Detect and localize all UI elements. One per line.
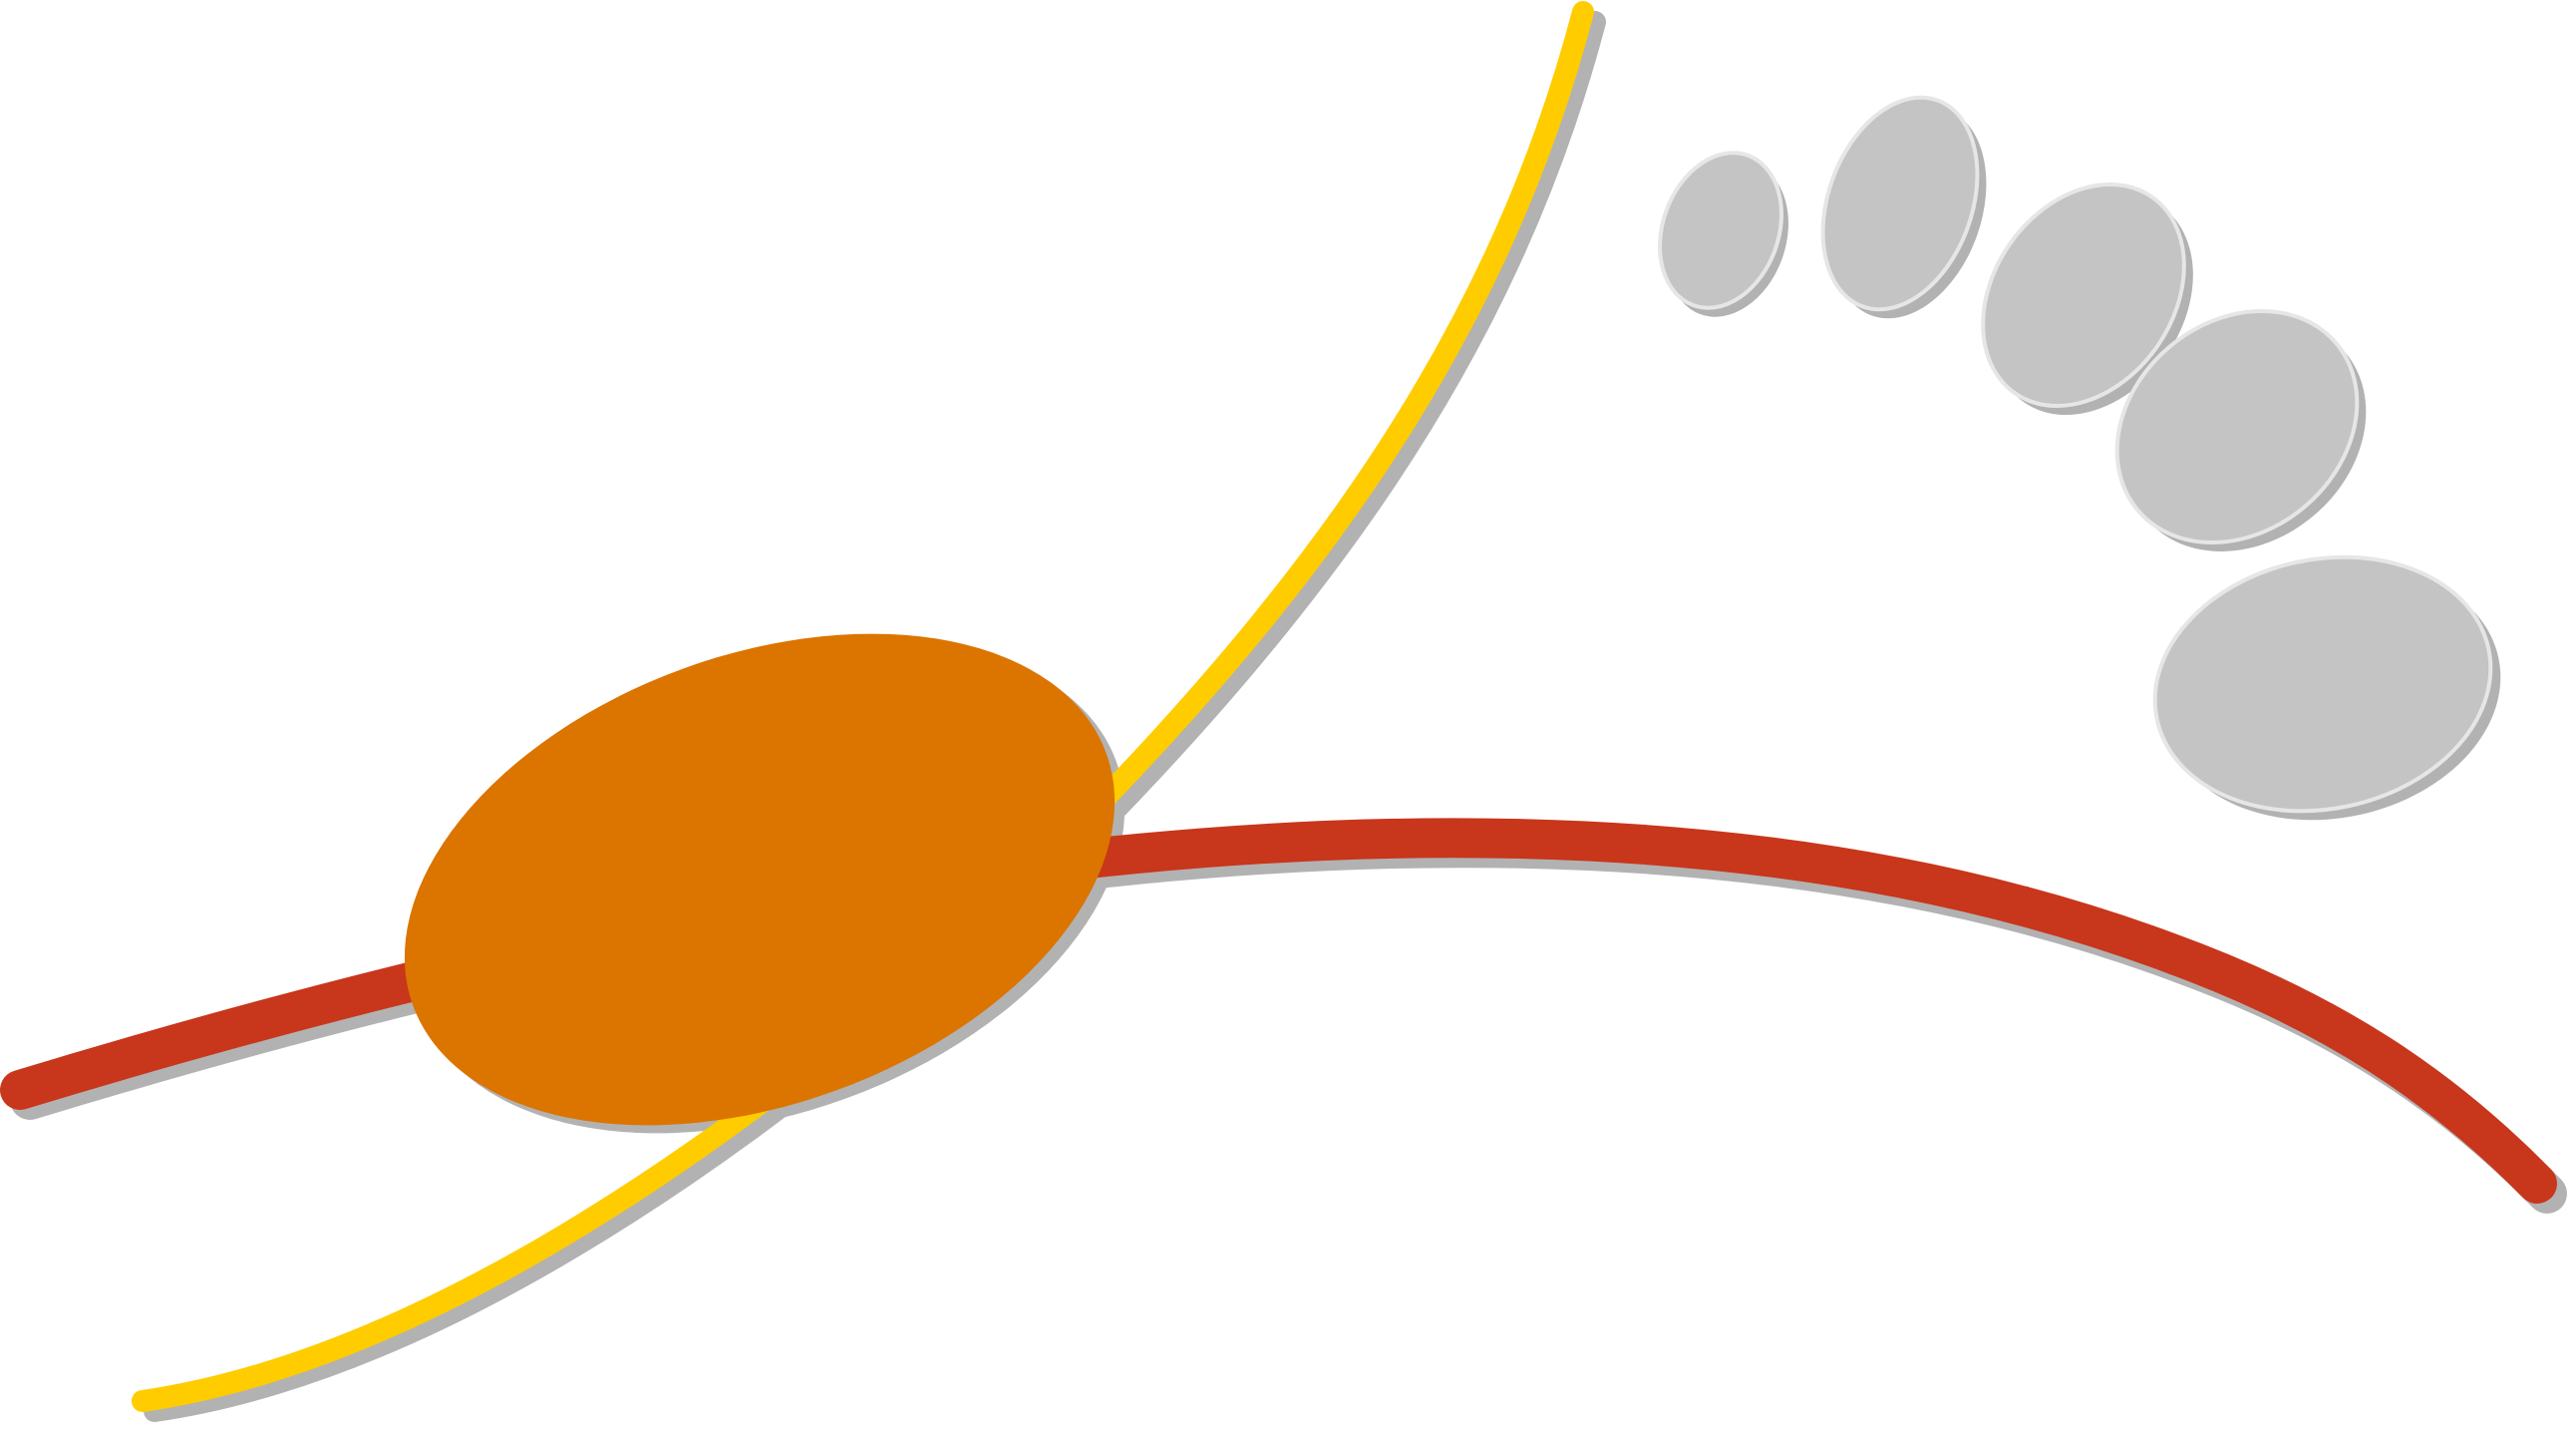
gray-ellipse-icon [1820,95,1980,312]
gray-ellipse-icon [2152,554,2493,814]
gray-ellipse-icon [2114,309,2360,544]
gray-dots-group [1658,95,2493,814]
gray-ellipse-icon [1981,181,2186,409]
orange-ellipse-icon [404,633,1116,1126]
red-curve-shadow [10,828,2567,1214]
gray-ellipse-icon [1658,151,1783,310]
